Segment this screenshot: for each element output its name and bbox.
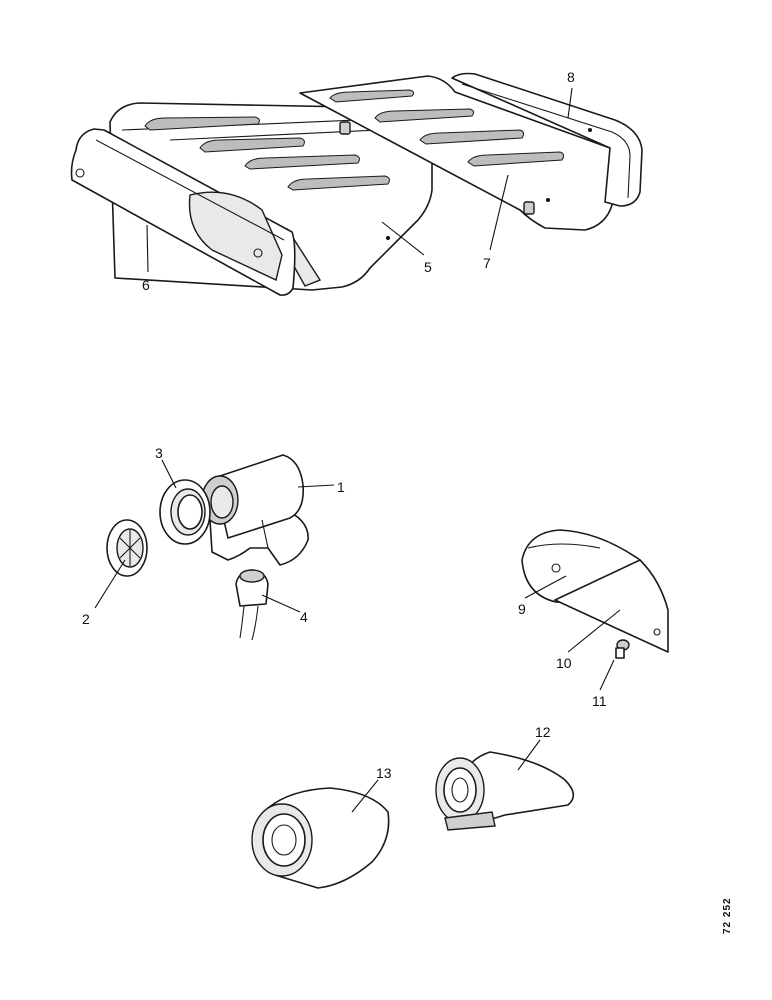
callout-11: 11: [592, 693, 607, 709]
reference-number: 72 252: [722, 897, 733, 934]
callout-6: 6: [142, 277, 150, 293]
callout-7: 7: [483, 255, 491, 271]
lamp-housing-1: [201, 454, 309, 566]
leader-13: [351, 779, 379, 813]
leader-1: [297, 484, 335, 488]
leader-9: [524, 575, 567, 599]
callout-2: 2: [82, 611, 90, 627]
bulb-holder-4: [235, 569, 269, 641]
callout-9: 9: [518, 601, 526, 617]
leader-12: [517, 739, 541, 771]
leader-4: [261, 594, 301, 613]
callout-5: 5: [424, 259, 432, 275]
callout-13: 13: [376, 765, 392, 781]
leader-10: [567, 609, 621, 653]
callout-12: 12: [535, 724, 551, 740]
callout-3: 3: [155, 445, 163, 461]
lamp-body-7: [299, 75, 617, 231]
lens-2: [106, 519, 148, 577]
callout-4: 4: [300, 609, 308, 625]
lens-6: [70, 128, 296, 296]
base-10: [554, 559, 669, 653]
bezel-3: [159, 479, 211, 545]
lamp-13: [251, 787, 390, 889]
leader-5: [381, 221, 425, 256]
leader-7: [489, 174, 509, 251]
lamp-12: [435, 751, 575, 831]
leader-2: [94, 559, 126, 609]
screw-11: [615, 639, 630, 659]
leader-3: [161, 459, 177, 489]
callout-10: 10: [556, 655, 572, 671]
lens-8: [451, 72, 643, 207]
callout-1: 1: [337, 479, 345, 495]
leader-11: [599, 659, 615, 691]
leader-6: [146, 224, 149, 273]
leader-8: [567, 87, 573, 119]
callout-8: 8: [567, 69, 575, 85]
